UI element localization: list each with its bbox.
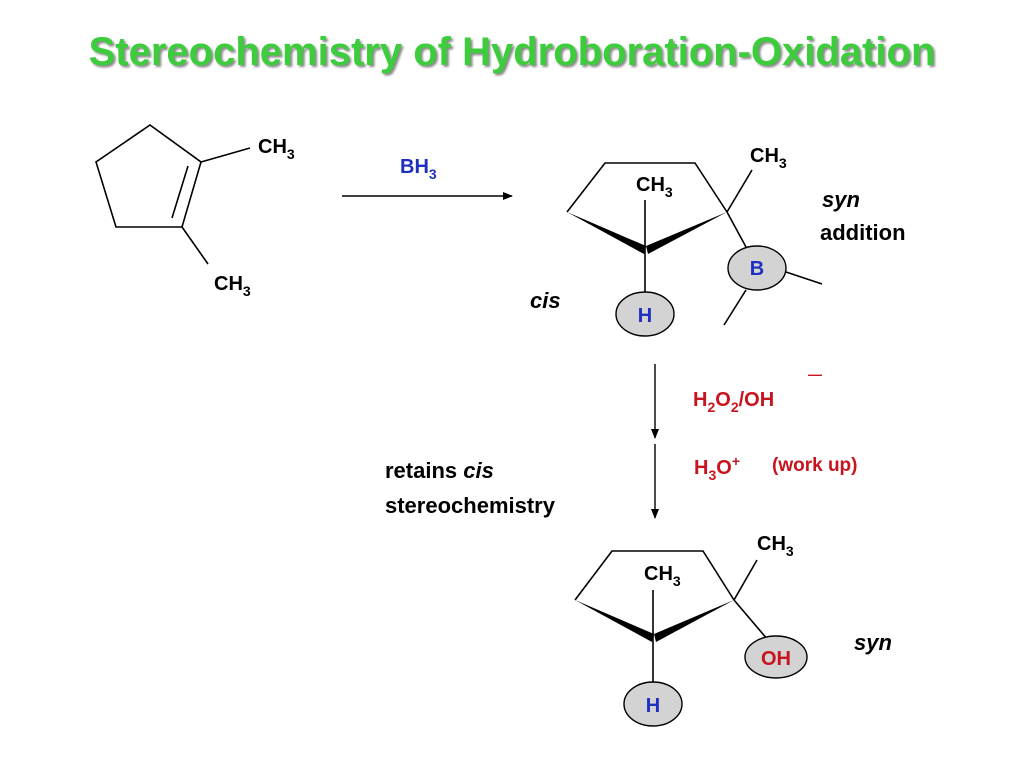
boron-substituent-bond-1 (785, 271, 823, 285)
addition-label: addition (820, 220, 906, 245)
methyl-bond-bottom (181, 226, 209, 265)
product-ring-back-edges (574, 550, 735, 601)
reagent-h3o: H3O+ (694, 453, 740, 483)
start-methyl-bottom-label: CH3 (214, 273, 251, 299)
intermediate-methyl-axial: CH3 (636, 174, 673, 200)
methyl-ring-bond (726, 169, 753, 213)
boron-bond (726, 211, 747, 248)
boron-substituent-bond-2 (723, 289, 747, 326)
product-wedge-left (575, 600, 654, 642)
intermediate-hydrogen-label: H (638, 305, 652, 327)
retains-cis-label: retains cis (385, 458, 494, 483)
reagent-h2o2-oh: H2O2/OH (693, 389, 774, 415)
product-methyl-axial: CH3 (644, 563, 681, 589)
reagent-bh3: BH3 (400, 156, 437, 182)
syn-label-2: syn (854, 630, 892, 655)
boron-circle (727, 245, 787, 291)
alcohol-product (574, 550, 808, 727)
hydrogen-circle (615, 291, 675, 337)
start-methyl-top-label: CH3 (258, 136, 295, 162)
workup-label: (work up) (772, 455, 858, 476)
wedge-bond-right (646, 212, 727, 254)
product-hydrogen-label: H (646, 695, 660, 717)
slide-title: Stereochemistry of Hydroboration-Oxidati… (88, 30, 936, 74)
cyclopentene-ring (95, 124, 202, 228)
ring-back-edges (566, 162, 728, 213)
product-hydroxyl-bond (733, 599, 769, 641)
syn-label-1: syn (822, 187, 860, 212)
boron-label: B (750, 258, 764, 280)
double-bond-line (171, 165, 189, 219)
hydroxyl-circle (744, 635, 808, 679)
starting-material (95, 124, 251, 265)
hydroxide-charge: — (808, 366, 822, 382)
stereochemistry-label: stereochemistry (385, 493, 556, 518)
wedge-bond-left (567, 212, 646, 254)
product-hydrogen-circle (623, 681, 683, 727)
hydroxyl-label: OH (761, 648, 791, 670)
organoborane-intermediate (566, 162, 823, 337)
product-methyl-ring-bond (733, 559, 758, 601)
cis-label: cis (530, 288, 561, 313)
product-wedge-right (654, 600, 734, 642)
methyl-bond-top (200, 147, 251, 163)
intermediate-methyl-ring: CH3 (750, 145, 787, 171)
product-methyl-ring: CH3 (757, 533, 794, 559)
